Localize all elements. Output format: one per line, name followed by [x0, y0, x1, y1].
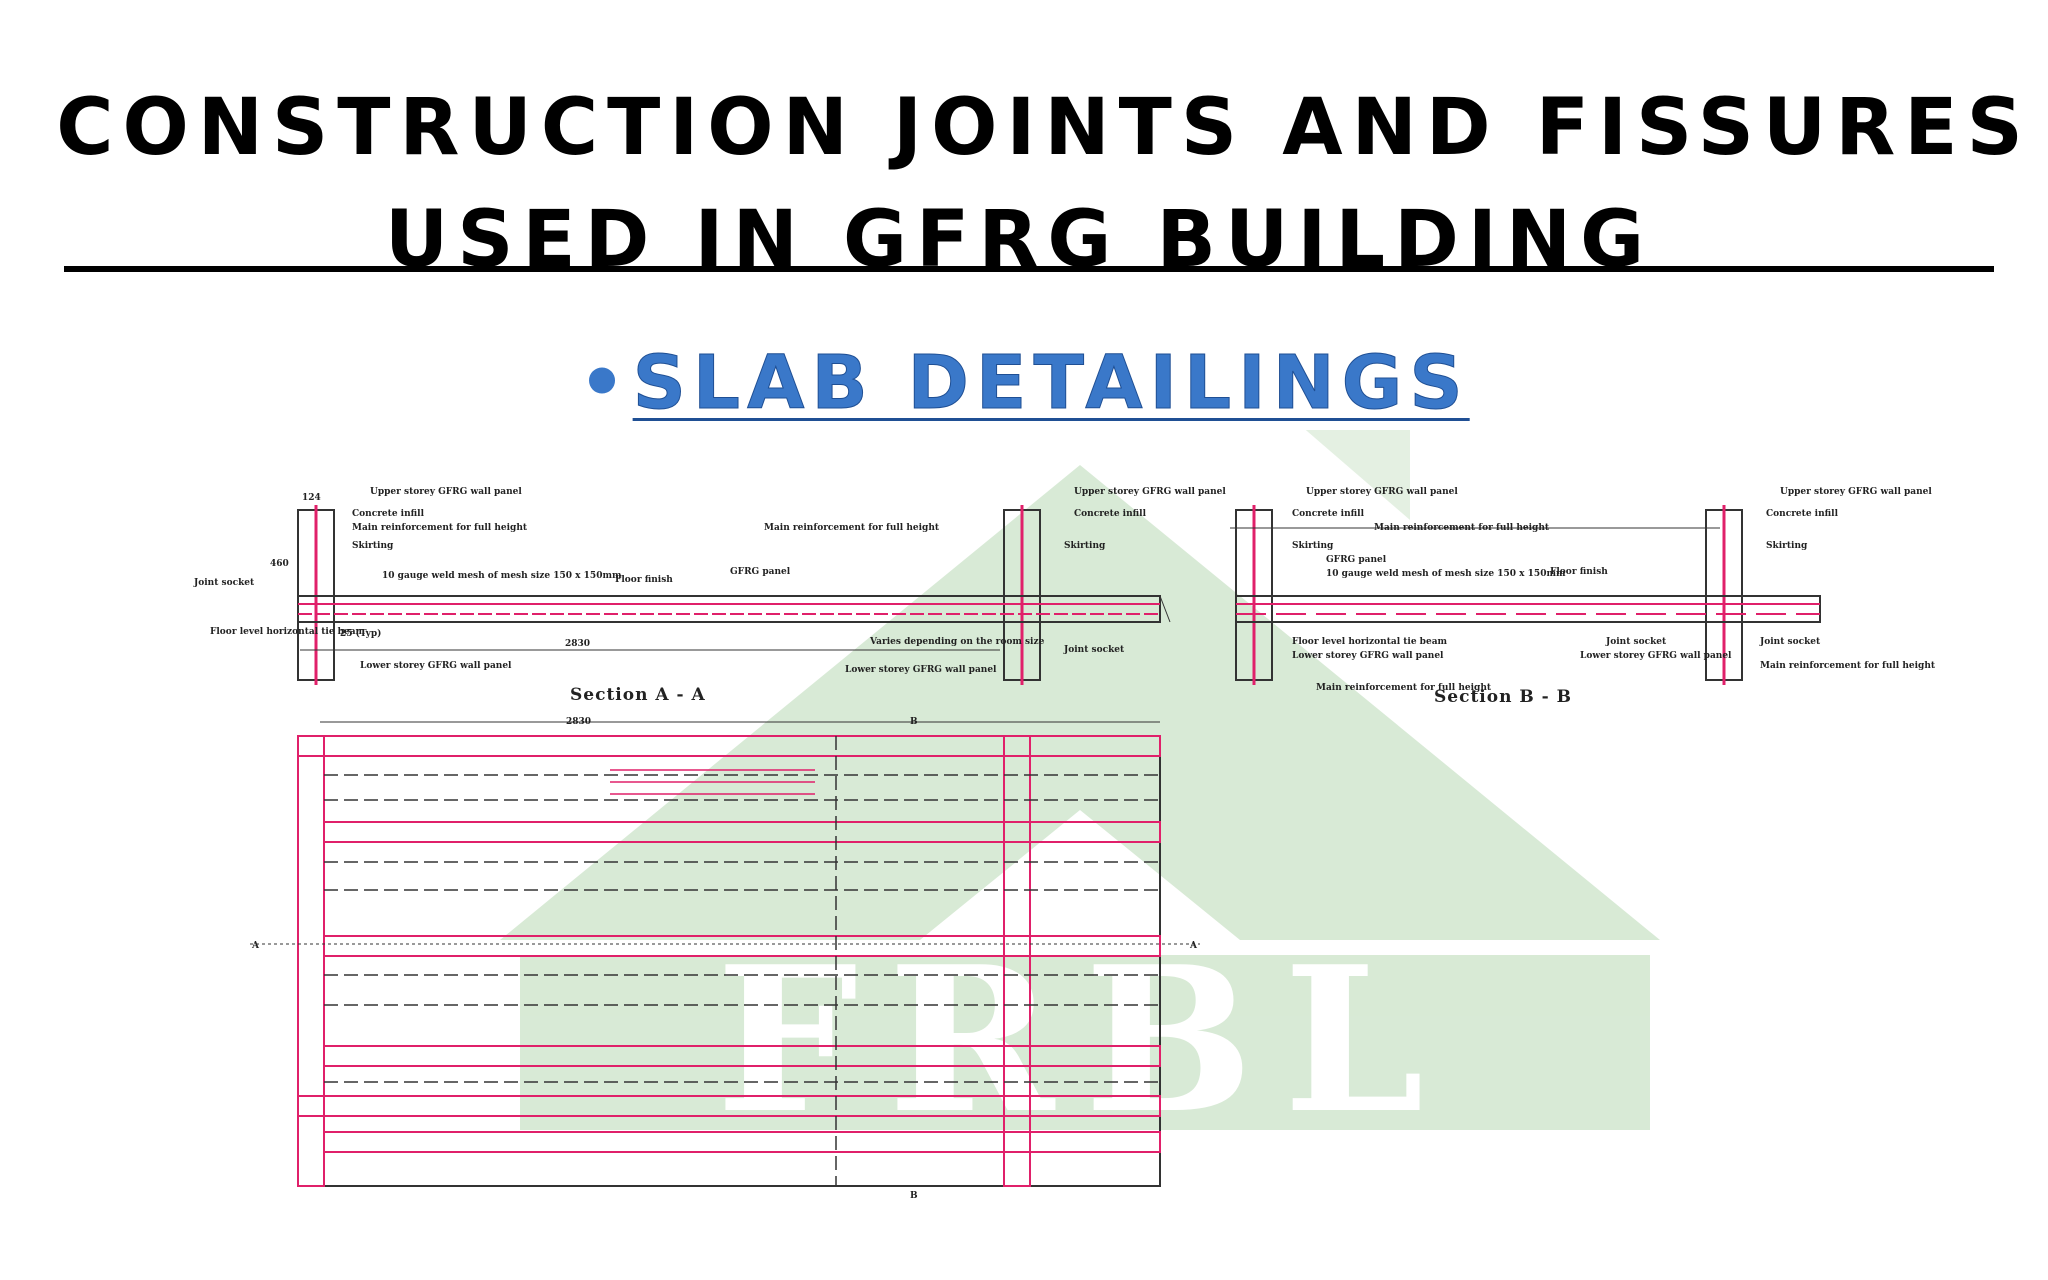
bb-main-reinf-low: Main reinforcement for full height — [1316, 683, 1492, 693]
bb-floor-level-beam: Floor level horizontal tie beam — [1292, 637, 1448, 647]
bb-upper-wall: Upper storey GFRG wall panel — [1306, 487, 1458, 497]
title-line-2: USED IN GFRG BUILDING — [384, 195, 1654, 285]
section-bb-labels: Upper storey GFRG wall panel Concrete in… — [1292, 487, 1936, 707]
plan-marker-a-left: A — [251, 941, 260, 951]
aa-concrete-infill-r: Concrete infill — [1074, 509, 1147, 519]
slide-subtitle: •SLAB DETAILINGS — [0, 340, 2048, 427]
title-underline — [64, 266, 1994, 272]
bb-main-reinf-full: Main reinforcement for full height — [1760, 661, 1936, 671]
bb-weld-mesh: 10 gauge weld mesh of mesh size 150 x 15… — [1326, 569, 1566, 579]
slide-title: CONSTRUCTION JOINTS AND FISSURES USED IN… — [0, 72, 2048, 296]
bb-floor-finish: Floor finish — [1550, 567, 1608, 577]
aa-dim-span: 2830 — [565, 639, 590, 649]
aa-gfrg-panel: GFRG panel — [730, 567, 791, 577]
bb-gfrg-panel: GFRG panel — [1326, 555, 1387, 565]
aa-skirting-r: Skirting — [1064, 541, 1106, 551]
aa-lower-wall-r: Lower storey GFRG wall panel — [845, 665, 997, 675]
aa-concrete-infill: Concrete infill — [352, 509, 425, 519]
bb-lower-wall: Lower storey GFRG wall panel — [1292, 651, 1444, 661]
aa-floor-finish: Floor finish — [615, 575, 673, 585]
bb-skirting-r: Skirting — [1766, 541, 1808, 551]
aa-dim-460: 460 — [270, 559, 289, 569]
aa-skirting: Skirting — [352, 541, 394, 551]
aa-dim-25: 25 (Typ) — [340, 628, 381, 639]
aa-dim-124: 124 — [302, 493, 321, 503]
bb-skirting: Skirting — [1292, 541, 1334, 551]
section-aa — [297, 505, 1171, 685]
bb-upper-wall-r: Upper storey GFRG wall panel — [1780, 487, 1932, 497]
bb-lower-wall-mid: Lower storey GFRG wall panel — [1580, 651, 1732, 661]
slab-plan — [250, 721, 1200, 1187]
aa-varies: Varies depending on the room size — [869, 637, 1045, 647]
aa-joint-socket: Joint socket — [193, 578, 255, 588]
aa-upper-wall: Upper storey GFRG wall panel — [370, 487, 522, 497]
plan-marker-a-right: A — [1189, 941, 1198, 951]
bb-concrete-infill-r: Concrete infill — [1766, 509, 1839, 519]
slab-plan-labels: 2830 B B A A — [251, 717, 1198, 1201]
aa-weld-mesh: 10 gauge weld mesh of mesh size 150 x 15… — [382, 571, 622, 581]
aa-upper-wall-r: Upper storey GFRG wall panel — [1074, 487, 1226, 497]
bb-joint-socket: Joint socket — [1605, 637, 1667, 647]
slab-detail-drawing: FRBL Upper storey GFRG wall panel Concre… — [193, 430, 1936, 1201]
section-aa-caption: Section A - A — [570, 685, 706, 705]
title-line-1: CONSTRUCTION JOINTS AND FISSURES — [56, 83, 2032, 173]
aa-joint-socket-r: Joint socket — [1063, 645, 1125, 655]
section-bb-caption: Section B - B — [1434, 687, 1572, 707]
aa-floor-level-beam: Floor level horizontal tie beam — [210, 627, 366, 637]
aa-main-reinf-2: Main reinforcement for full height — [764, 523, 940, 533]
subtitle-text: SLAB DETAILINGS — [632, 340, 1470, 427]
bb-concrete-infill: Concrete infill — [1292, 509, 1365, 519]
plan-marker-b-top: B — [910, 717, 918, 727]
section-bb — [1230, 505, 1821, 685]
plan-marker-b-bottom: B — [910, 1191, 918, 1201]
bb-joint-socket-r: Joint socket — [1759, 637, 1821, 647]
section-aa-labels: Upper storey GFRG wall panel Concrete in… — [193, 487, 1226, 705]
plan-dim-span: 2830 — [566, 717, 591, 727]
watermark-text: FRBL — [716, 923, 1454, 1158]
bb-main-reinf: Main reinforcement for full height — [1374, 523, 1550, 533]
aa-lower-wall: Lower storey GFRG wall panel — [360, 661, 512, 671]
bullet-marker: • — [578, 340, 633, 426]
aa-main-reinf: Main reinforcement for full height — [352, 523, 528, 533]
